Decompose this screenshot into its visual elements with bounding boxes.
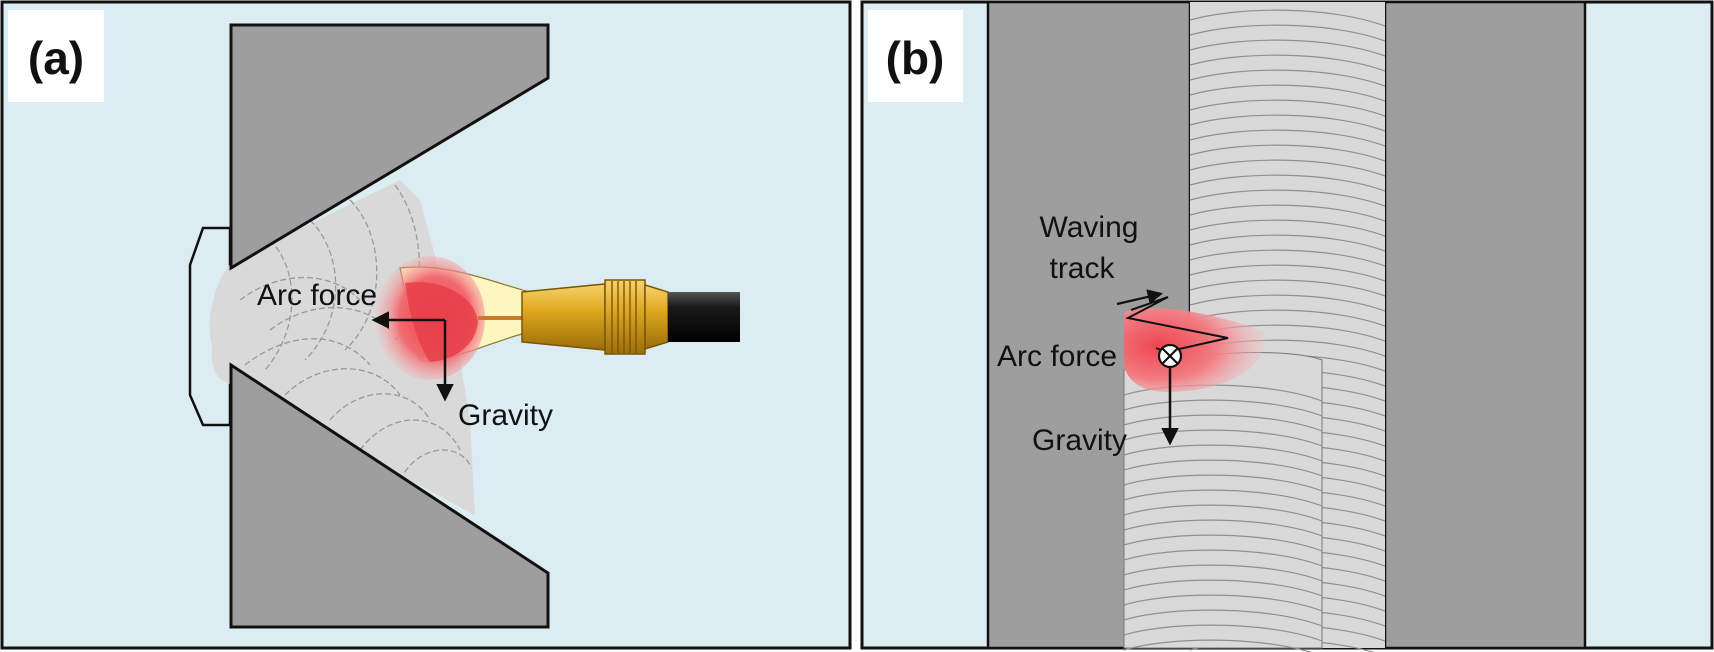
bead-ripple: [1190, 99, 1385, 117]
upper-base-plate: [229, 23, 550, 271]
gravity-label-a: Gravity: [458, 399, 553, 432]
weld-pool-b: [1124, 308, 1266, 392]
panel-b: (b) Waving track Arc force Gravity: [860, 0, 1714, 652]
gravity-label-b: Gravity: [1032, 424, 1127, 457]
bead-ripple: [1190, 264, 1385, 282]
bead-ripple: [1190, 39, 1385, 57]
panel-a: (a) Arc force Gravity: [0, 0, 852, 650]
bead-ripple: [1124, 534, 1322, 552]
lower-base-plate: [229, 362, 550, 629]
bead-ripple: [1124, 384, 1322, 402]
bead-ripple: [1190, 204, 1385, 222]
bead-ripple: [1124, 564, 1322, 582]
panel-a-label-box: [8, 10, 104, 102]
bead-ripple: [1124, 474, 1322, 492]
bead-ripple: [1190, 294, 1385, 312]
bead-ripple: [1190, 234, 1385, 252]
welding-torch-icon: [478, 279, 740, 355]
torch-cable: [668, 292, 740, 342]
bead-ripple: [1124, 504, 1322, 522]
cross-circle-icon: [1157, 343, 1183, 369]
bead-ripple: [1190, 84, 1385, 102]
panel-b-label: (b): [886, 32, 945, 84]
bead-ripple: [1124, 519, 1322, 537]
arc-force-label-b: Arc force: [997, 340, 1117, 373]
bead-ripple: [1124, 414, 1322, 432]
bead-ripple: [1124, 459, 1322, 477]
bead-ripple: [1190, 159, 1385, 177]
waving-track-label-line2: track: [1049, 252, 1115, 285]
bead-ripple: [1190, 54, 1385, 72]
weld-pool-core: [405, 282, 478, 362]
bead-ripple: [1124, 549, 1322, 567]
bead-ripple: [1190, 24, 1385, 42]
bead-ripple: [1124, 594, 1322, 612]
bead-ripple: [1190, 114, 1385, 132]
bead-ripple: [1190, 9, 1385, 27]
force-arrows-a: [371, 311, 454, 402]
bead-ripple: [1124, 579, 1322, 597]
bead-ripple: [1190, 69, 1385, 87]
bead-ripple: [1190, 144, 1385, 162]
waving-track-label-line1: Waving: [1040, 211, 1139, 244]
right-base-plate: [1383, 0, 1587, 650]
bead-ripple: [1190, 249, 1385, 267]
bead-ripple: [1124, 609, 1322, 627]
bead-ripple: [1124, 444, 1322, 462]
bead-ripple: [1190, 189, 1385, 207]
panel-a-label: (a): [28, 32, 84, 84]
bead-ripple: [1124, 639, 1313, 652]
arc-force-label-a: Arc force: [257, 279, 377, 312]
bead-ripple: [1124, 489, 1322, 507]
bead-ripple: [1190, 279, 1385, 297]
waving-track-arrow: [1116, 289, 1163, 306]
bead-ripple: [1124, 624, 1322, 642]
bead-ripple: [1190, 174, 1385, 192]
bead-ripple: [1190, 219, 1385, 237]
bead-ripple: [1124, 399, 1322, 417]
bead-ripple: [1190, 129, 1385, 147]
cover-weld-bead: [1123, 352, 1323, 652]
panel-b-label-box: [868, 10, 963, 102]
bead-ripple: [1124, 429, 1322, 447]
